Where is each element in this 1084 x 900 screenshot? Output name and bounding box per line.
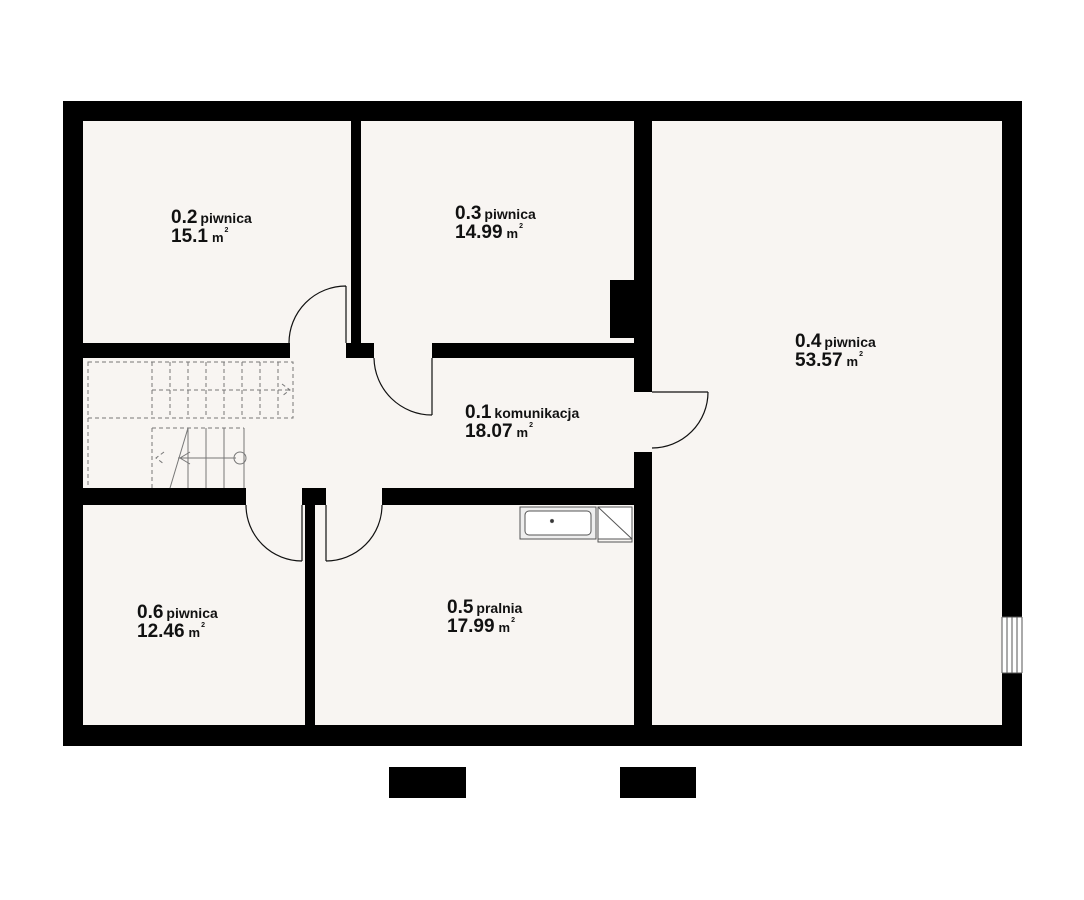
area-unit: m2 <box>211 227 229 245</box>
chimney-icon <box>610 280 634 338</box>
opening-door-0-5 <box>326 484 382 509</box>
opening-door-0-2 <box>290 338 346 363</box>
opening-door-0-6 <box>246 484 302 509</box>
washer-base <box>597 538 633 543</box>
room-number: 0.1 <box>465 402 492 423</box>
room-name: piwnica <box>200 210 252 226</box>
room-number: 0.4 <box>795 331 822 352</box>
area-unit: m2 <box>498 617 516 635</box>
room-area: 18.07 <box>465 421 513 442</box>
area-unit: m2 <box>846 351 864 369</box>
room-name: piwnica <box>484 206 536 222</box>
bathtub-icon <box>519 506 633 543</box>
room-name: piwnica <box>824 334 876 350</box>
bathtub-drain <box>549 518 555 524</box>
door-swing-icon <box>245 285 709 562</box>
room-number: 0.2 <box>171 207 198 228</box>
floor-room-0-2 <box>83 121 351 343</box>
room-number: 0.3 <box>455 203 482 224</box>
door-openings <box>246 338 656 509</box>
door-swing-0-5 <box>325 504 383 562</box>
door-swing-0-2 <box>288 285 347 344</box>
floor-room-0-6 <box>83 505 305 725</box>
room-area: 15.1 <box>171 226 208 247</box>
room-name: piwnica <box>166 605 218 621</box>
room-area: 12.46 <box>137 621 185 642</box>
opening-door-0-3 <box>374 338 432 363</box>
room-number: 0.5 <box>447 597 474 618</box>
floor-stair-area <box>83 358 296 488</box>
room-floors <box>83 121 1002 725</box>
room-area: 14.99 <box>455 222 503 243</box>
door-swing-0-4 <box>651 391 709 449</box>
window-icon <box>1001 616 1023 674</box>
floor-room-0-3 <box>361 121 634 343</box>
opening-door-0-4 <box>630 392 656 452</box>
room-name: pralnia <box>476 600 523 616</box>
room-area: 53.57 <box>795 350 843 371</box>
room-name: komunikacja <box>494 405 580 421</box>
staircase-icon <box>87 361 294 489</box>
area-unit: m2 <box>516 422 534 440</box>
door-swing-0-6 <box>245 504 303 562</box>
room-area: 17.99 <box>447 616 495 637</box>
area-unit: m2 <box>506 223 524 241</box>
floor-room-0-1 <box>296 358 634 488</box>
door-swing-0-3 <box>373 357 433 416</box>
area-unit: m2 <box>188 622 206 640</box>
foundation-pad-right <box>620 767 696 798</box>
room-number: 0.6 <box>137 602 164 623</box>
foundation-pad-left <box>389 767 466 798</box>
floor-room-0-4 <box>652 121 1002 725</box>
bathtub-inner <box>524 510 592 536</box>
